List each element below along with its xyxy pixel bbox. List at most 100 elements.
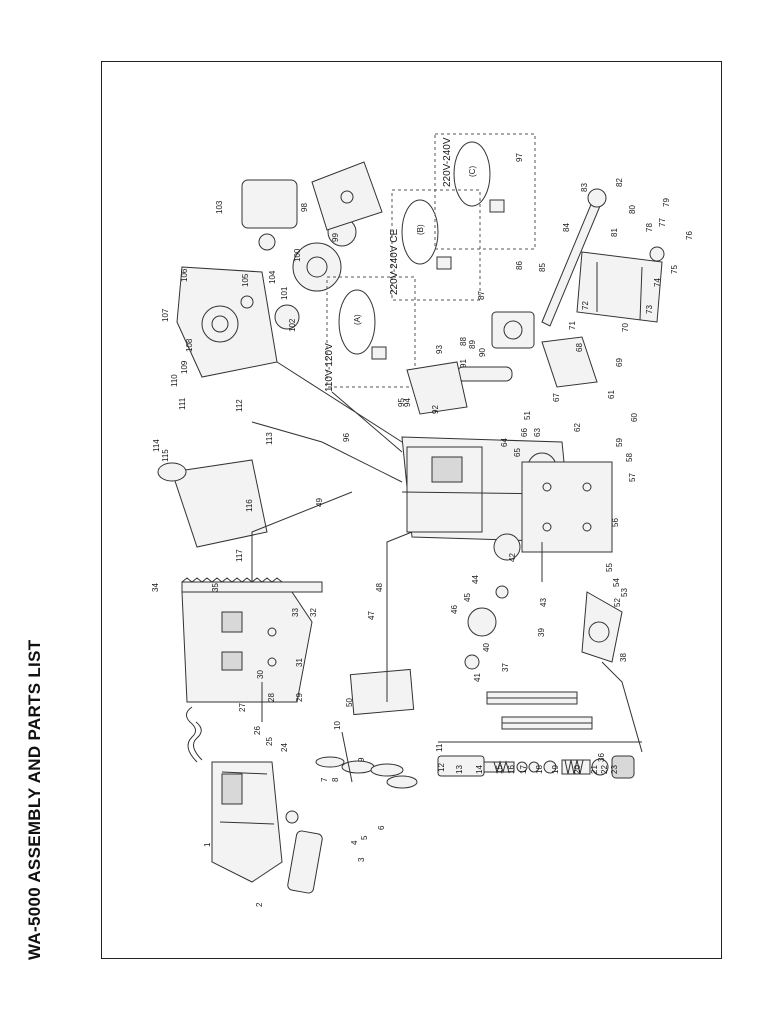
callout-34: 34 [151, 583, 160, 592]
callout-108: 108 [185, 338, 194, 352]
callout-63: 63 [533, 428, 542, 437]
callout-72: 72 [581, 301, 590, 310]
callout-18: 18 [535, 765, 544, 774]
callout-35: 35 [211, 583, 220, 592]
cord-kit-110v [326, 276, 416, 388]
exploded-diagram-frame: 1 2 3 4 5 6 7 8 9 10 11 12 13 14 15 16 1… [101, 61, 722, 959]
motor-housing [211, 761, 299, 883]
callout-4: 4 [350, 840, 359, 845]
guard-cover [157, 459, 268, 548]
callout-26: 26 [253, 726, 262, 735]
callout-116: 116 [245, 499, 254, 512]
callout-39: 39 [537, 628, 546, 637]
callout-11: 11 [435, 743, 444, 752]
callout-29: 29 [295, 693, 304, 702]
callout-106: 106 [180, 268, 189, 282]
callout-89: 89 [468, 340, 477, 349]
callout-5: 5 [360, 835, 369, 840]
callout-13: 13 [455, 765, 464, 774]
callout-32: 32 [309, 608, 318, 617]
callout-40: 40 [482, 643, 491, 652]
voltage-label-220v: 220V-240V [442, 137, 453, 187]
callout-88: 88 [459, 337, 468, 346]
callout-97: 97 [515, 153, 524, 162]
voltage-label-110v: 110V-120V [324, 343, 335, 392]
brush-rings [315, 731, 418, 789]
switch-plate [541, 336, 598, 388]
voltage-labels: 110V-120V 220V-240V CE 220V-240V (A) (B)… [324, 137, 477, 392]
callout-77: 77 [658, 218, 667, 227]
callout-59: 59 [615, 438, 624, 447]
callout-100: 100 [293, 248, 302, 262]
cover-plate [349, 668, 415, 716]
callout-36: 36 [597, 753, 606, 762]
voltage-label-220v-ce: 220V-240V CE [389, 229, 400, 295]
cord-kit-220v-ce [391, 189, 481, 301]
gearbox-motor [241, 179, 298, 251]
callout-17: 17 [519, 765, 528, 774]
callout-3: 3 [357, 857, 366, 862]
callout-55: 55 [605, 563, 614, 572]
callout-50: 50 [345, 698, 354, 707]
callout-86: 86 [515, 261, 524, 270]
callout-24: 24 [280, 743, 289, 752]
callout-90: 90 [478, 348, 487, 357]
cord-kit-220v [434, 133, 536, 250]
handle [287, 830, 323, 894]
callout-7: 7 [320, 777, 329, 782]
callout-16: 16 [507, 765, 516, 774]
callout-70: 70 [621, 323, 630, 332]
callout-51: 51 [523, 411, 532, 420]
callout-25: 25 [265, 737, 274, 746]
callout-1: 1 [203, 842, 212, 847]
mounting-bracket [576, 246, 665, 323]
callout-82: 82 [615, 178, 624, 187]
callout-102: 102 [288, 318, 297, 332]
callout-69: 69 [615, 358, 624, 367]
callout-111: 111 [178, 397, 187, 410]
callout-2: 2 [255, 902, 264, 907]
callout-43: 43 [539, 598, 548, 607]
callout-21: 21 [590, 765, 599, 774]
callout-42: 42 [508, 553, 517, 562]
cord-label-a: (A) [353, 314, 362, 325]
carriage-plate [181, 591, 313, 703]
pinion-gears [464, 533, 521, 670]
callout-19: 19 [551, 765, 560, 774]
callout-92: 92 [431, 405, 440, 414]
callout-22: 22 [600, 765, 609, 774]
callout-6: 6 [377, 825, 386, 830]
callout-79: 79 [662, 198, 671, 207]
callout-31: 31 [295, 658, 304, 667]
callout-41: 41 [473, 673, 482, 682]
callout-10: 10 [333, 721, 342, 730]
callout-47: 47 [367, 611, 376, 620]
callout-107: 107 [161, 308, 170, 322]
callout-57: 57 [628, 473, 637, 482]
callout-67: 67 [552, 393, 561, 402]
gear-plate [311, 161, 383, 231]
callout-94: 94 [403, 398, 412, 407]
callout-115: 115 [161, 449, 170, 462]
callout-80: 80 [628, 205, 637, 214]
callout-38: 38 [619, 653, 628, 662]
callout-81: 81 [610, 228, 619, 237]
callout-104: 104 [268, 270, 277, 284]
callout-71: 71 [568, 321, 577, 330]
callout-91: 91 [459, 359, 468, 368]
callout-113: 113 [265, 432, 274, 445]
callout-65: 65 [513, 448, 522, 457]
callout-117: 117 [235, 549, 244, 562]
guide-rails [486, 691, 593, 730]
callout-52: 52 [613, 598, 622, 607]
callout-14: 14 [475, 765, 484, 774]
callout-98: 98 [300, 203, 309, 212]
motor-cable-spring [186, 706, 203, 763]
callout-114: 114 [152, 439, 161, 452]
callout-48: 48 [375, 583, 384, 592]
leader-lines [251, 361, 643, 753]
callout-37: 37 [501, 663, 510, 672]
callout-74: 74 [653, 278, 662, 287]
callout-33: 33 [291, 608, 300, 617]
callout-8: 8 [331, 777, 340, 782]
